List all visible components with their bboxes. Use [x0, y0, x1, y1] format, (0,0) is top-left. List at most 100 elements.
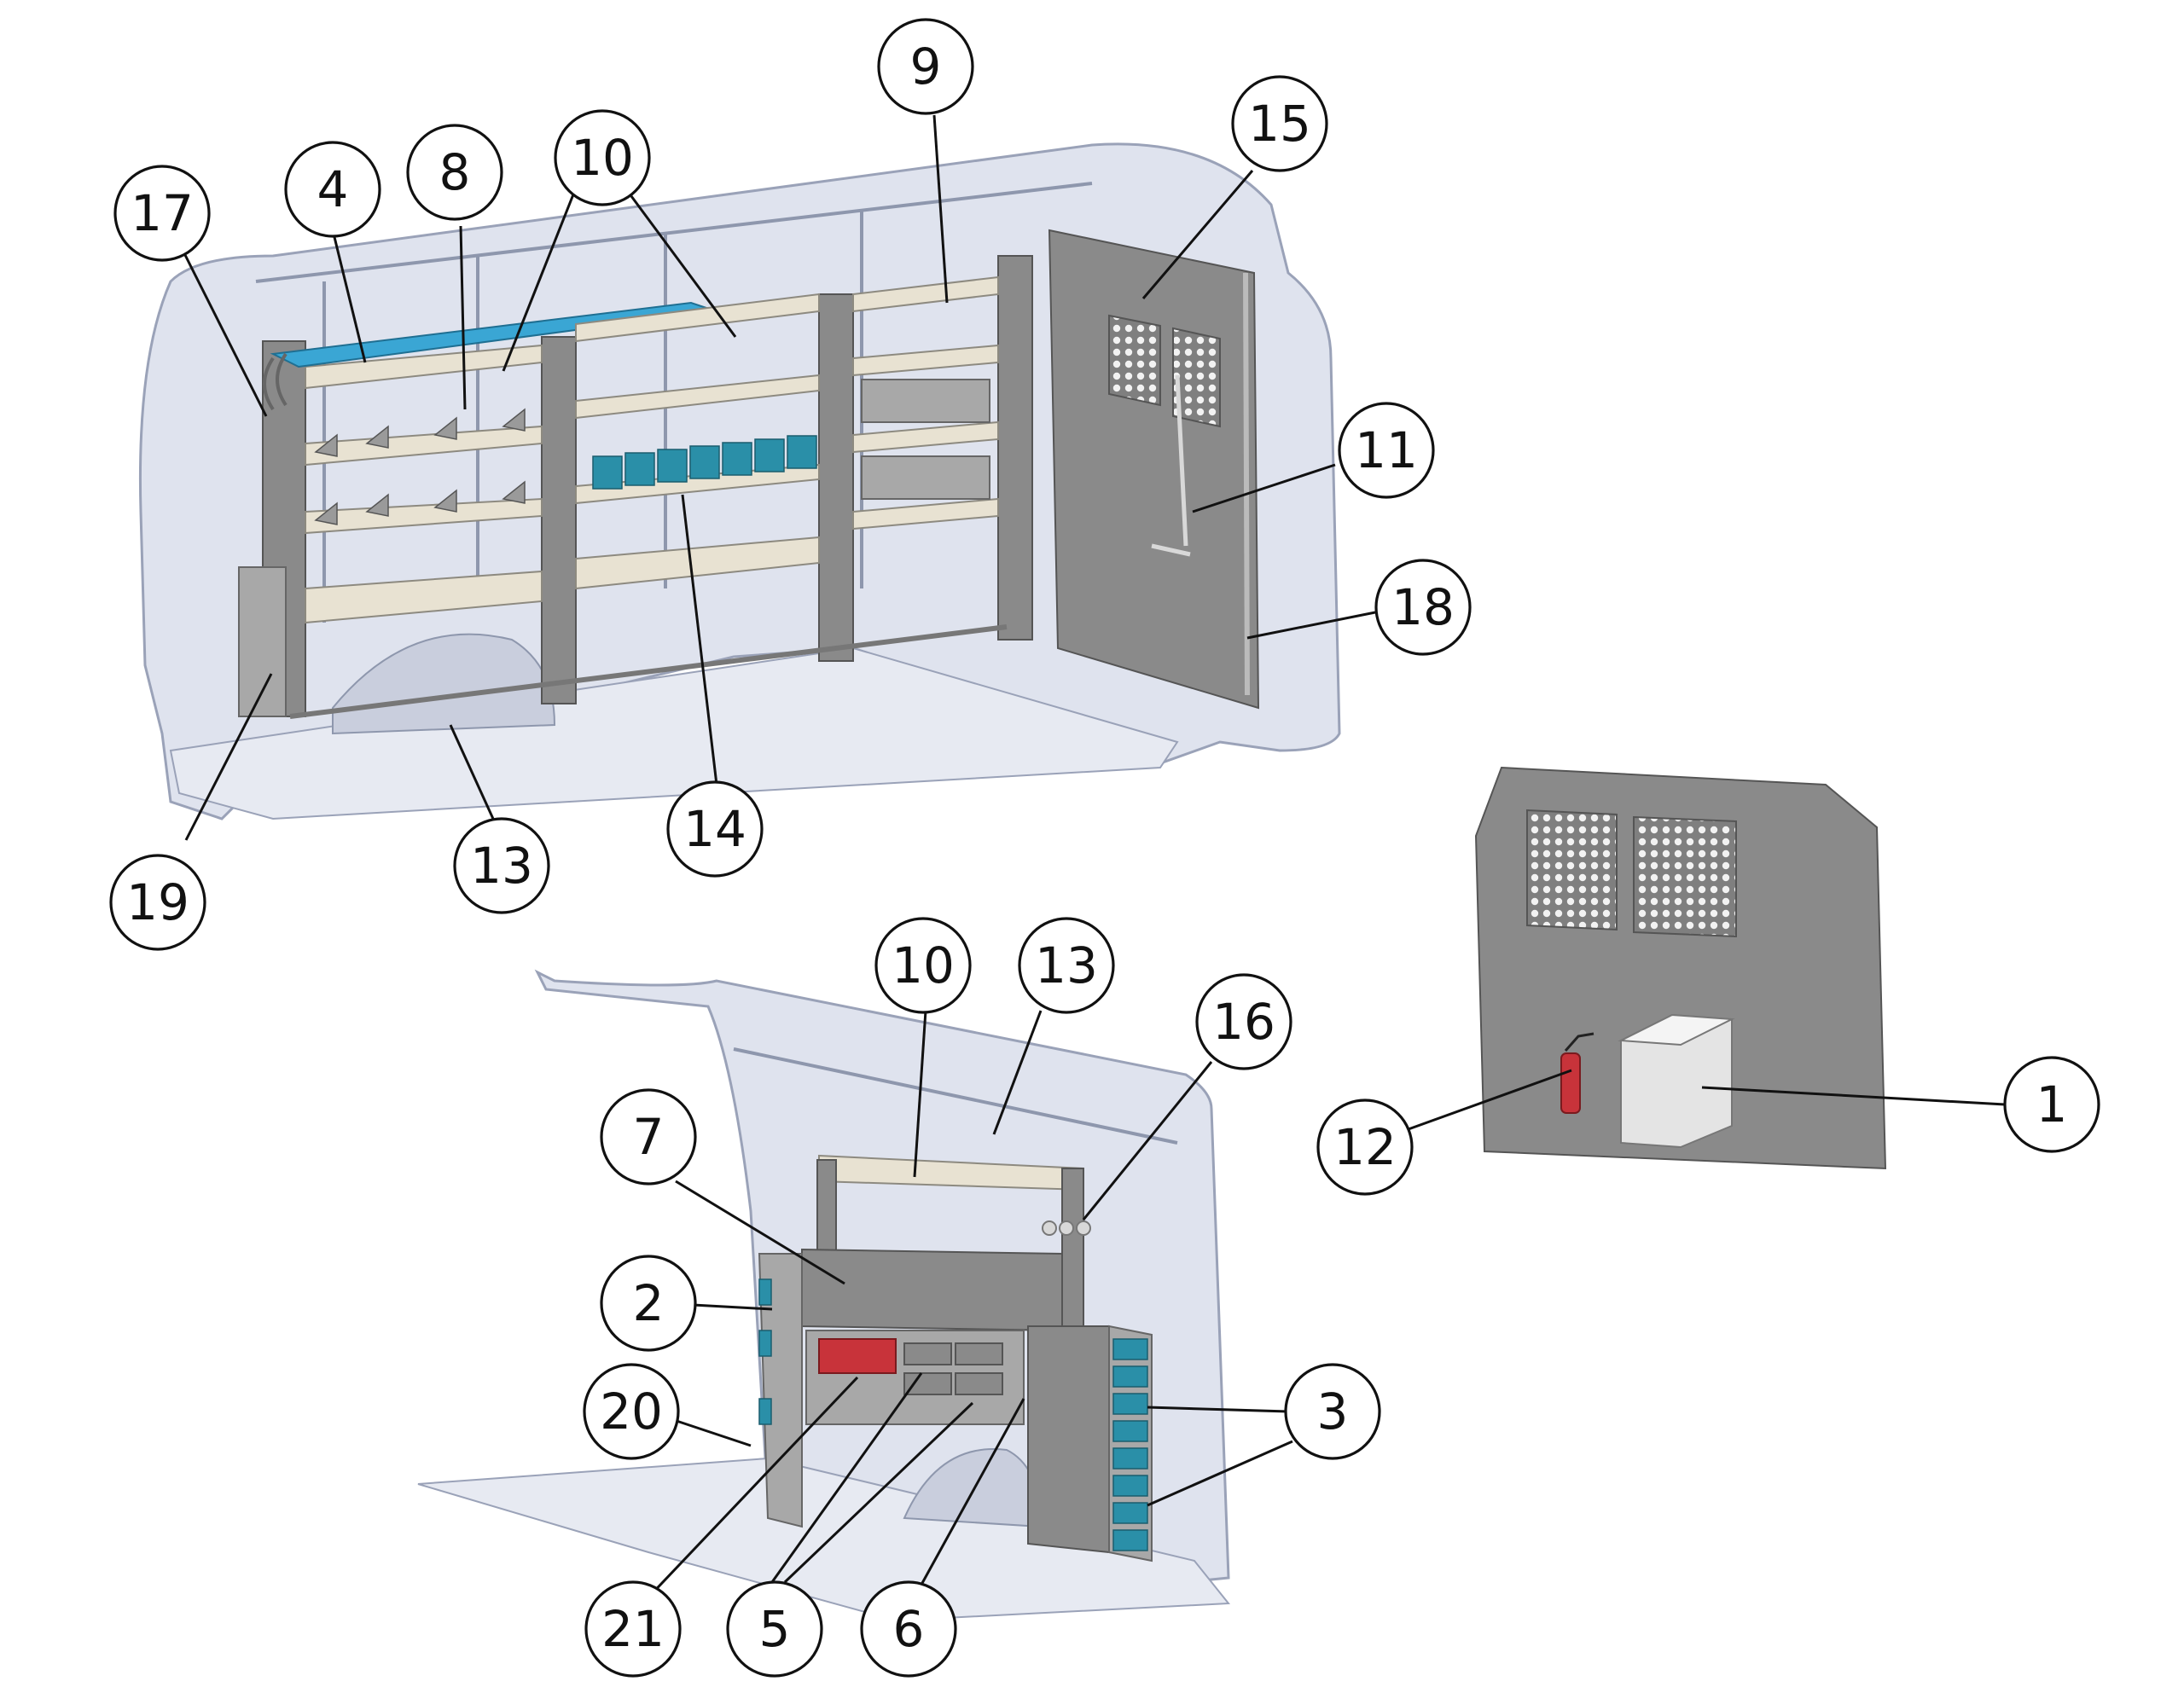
floor-rail	[289, 624, 1008, 719]
lower-drawer-shelf	[805, 1330, 1025, 1425]
callouts: 17 4 8 10 9 15 11 18 19 13 14 10 13 16 7…	[109, 18, 2100, 1678]
svg-text:18: 18	[1391, 578, 1455, 636]
partition-mesh-1	[1108, 314, 1161, 407]
leader-21	[645, 1376, 859, 1601]
callout-14: 14	[666, 780, 764, 878]
leader-1	[1701, 1086, 2006, 1106]
right-shelf-section	[852, 275, 999, 530]
leader-3a	[1147, 1406, 1289, 1413]
leader-5a	[770, 1372, 923, 1583]
callout-20: 20	[583, 1363, 680, 1460]
callout-21: 21	[584, 1580, 682, 1678]
svg-text:3: 3	[1317, 1383, 1349, 1441]
leader-11	[1192, 463, 1336, 513]
callout-11: 11	[1338, 402, 1435, 499]
callout-10-top: 10	[554, 109, 651, 206]
svg-text:4: 4	[317, 160, 349, 218]
leader-8	[459, 225, 467, 410]
leader-6	[920, 1398, 1025, 1586]
leader-14	[681, 494, 718, 786]
leader-13b	[992, 1010, 1043, 1135]
partition-mesh-right	[1633, 815, 1737, 938]
leader-17	[182, 251, 268, 417]
leader-10b	[913, 1010, 927, 1178]
hooks	[263, 352, 288, 411]
callout-2: 2	[600, 1255, 697, 1352]
leader-10a-right	[630, 195, 737, 338]
svg-text:7: 7	[633, 1108, 665, 1166]
callout-3: 3	[1284, 1363, 1381, 1460]
drawer-panel	[861, 379, 990, 423]
callout-9: 9	[877, 18, 974, 115]
callout-10-bottom: 10	[874, 917, 972, 1014]
ceiling-rail	[733, 1047, 1178, 1145]
leader-18	[1246, 611, 1376, 640]
passenger-side-van-view	[417, 969, 1230, 1622]
middle-shelf-section	[575, 293, 820, 590]
leader-5b	[783, 1401, 974, 1584]
svg-text:15: 15	[1248, 95, 1311, 153]
svg-text:2: 2	[633, 1274, 665, 1332]
bin-cabinet	[1027, 1325, 1153, 1562]
cabinet-enclosed	[801, 1248, 1063, 1332]
red-storage-case	[818, 1338, 897, 1374]
callout-13-top: 13	[453, 817, 550, 914]
partition-mesh-2	[1172, 327, 1221, 428]
partition-view	[1474, 766, 1887, 1170]
door-hardware	[1151, 374, 1191, 557]
end-panel-left	[758, 1253, 803, 1528]
upper-shelf-unit	[816, 1154, 1091, 1340]
svg-text:6: 6	[893, 1600, 925, 1658]
shelving-units-driver-side	[238, 229, 1260, 719]
svg-text:9: 9	[910, 38, 942, 96]
leader-9	[932, 114, 949, 304]
callout-5: 5	[726, 1580, 823, 1678]
svg-text:14: 14	[683, 800, 746, 858]
leader-13a	[449, 724, 495, 820]
callout-17: 17	[113, 165, 211, 262]
upright-1	[541, 336, 577, 704]
svg-text:19: 19	[126, 873, 189, 931]
leader-2	[692, 1303, 773, 1311]
svg-text:13: 13	[470, 837, 533, 895]
left-shelf-section	[270, 301, 717, 624]
leader-7	[675, 1180, 845, 1285]
driver-side-van-view	[138, 142, 1341, 820]
leader-10a-left	[502, 194, 575, 372]
partition-with-door	[1048, 229, 1260, 710]
parts-bins-row	[592, 435, 817, 490]
leader-15	[1141, 170, 1254, 299]
fire-extinguisher	[1560, 1052, 1581, 1114]
callout-18: 18	[1374, 559, 1472, 656]
callout-7: 7	[600, 1088, 697, 1186]
callout-6: 6	[860, 1580, 957, 1678]
side-bins-left	[758, 1278, 772, 1425]
leader-12	[1405, 1069, 1572, 1132]
svg-text:10: 10	[892, 936, 955, 994]
callout-12: 12	[1316, 1099, 1414, 1196]
callout-1: 1	[2003, 1056, 2100, 1153]
leader-20	[673, 1418, 752, 1447]
partition-mesh-left	[1526, 809, 1618, 931]
hose-hooks	[1042, 1220, 1091, 1236]
callout-4: 4	[284, 141, 381, 238]
svg-text:10: 10	[571, 129, 634, 187]
svg-text:5: 5	[759, 1600, 791, 1658]
svg-text:11: 11	[1355, 421, 1418, 479]
callout-16: 16	[1195, 973, 1292, 1070]
svg-text:8: 8	[439, 143, 471, 201]
leader-4	[333, 236, 367, 363]
upright-3	[997, 255, 1033, 641]
callout-19: 19	[109, 854, 206, 951]
callout-13-bottom: 13	[1018, 917, 1115, 1014]
svg-text:1: 1	[2036, 1075, 2068, 1133]
leader-lines	[182, 114, 2006, 1601]
leader-19	[184, 673, 273, 841]
svg-text:16: 16	[1212, 993, 1275, 1051]
callout-8: 8	[406, 124, 503, 221]
callout-15: 15	[1231, 75, 1328, 172]
svg-text:13: 13	[1035, 936, 1098, 994]
extinguisher-nozzle	[1564, 1032, 1594, 1052]
svg-text:20: 20	[600, 1383, 663, 1441]
